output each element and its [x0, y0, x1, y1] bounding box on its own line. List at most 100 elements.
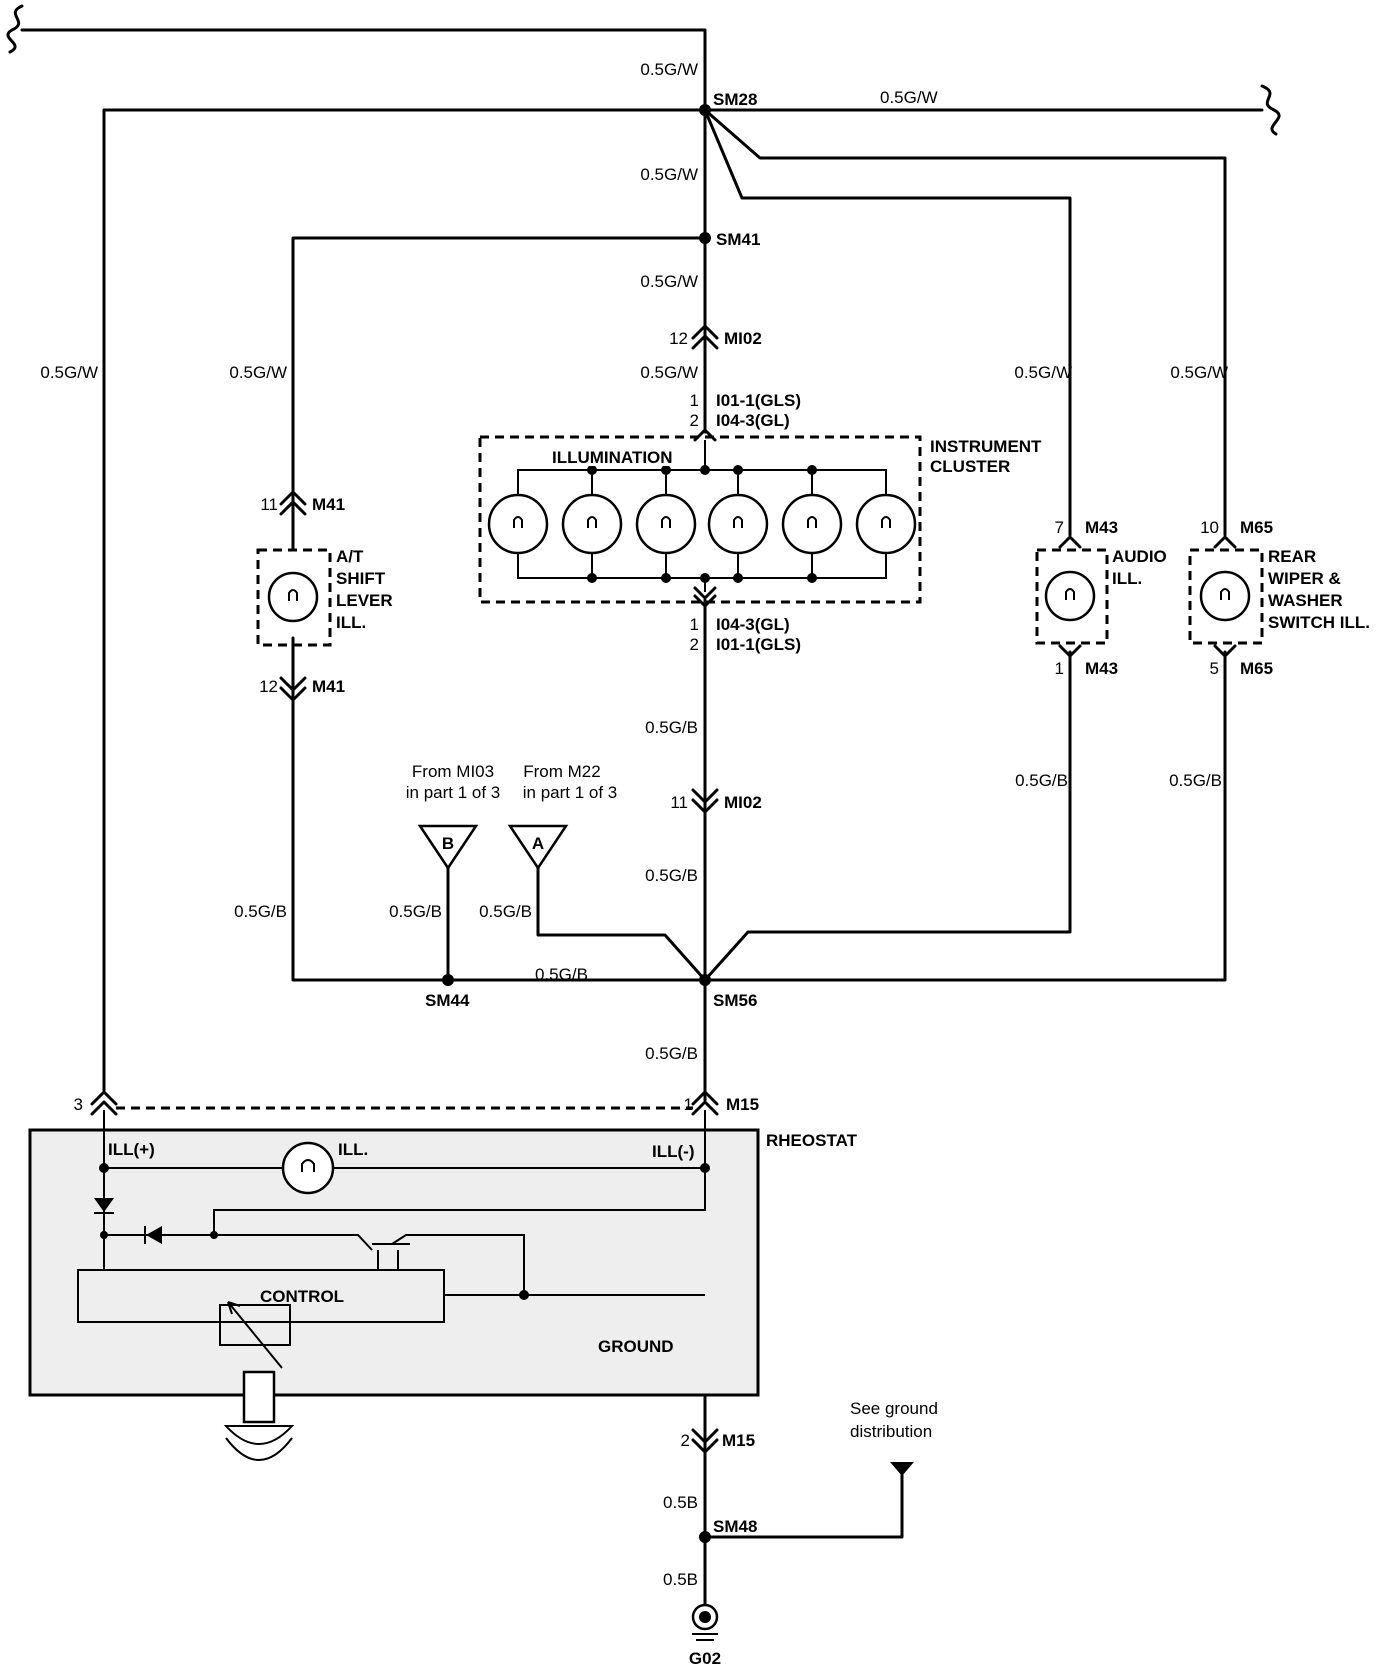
- wire-top-incoming: [20, 28, 707, 112]
- splice-sm56-label: SM56: [713, 991, 757, 1010]
- reference-b-from-1: From MI03: [412, 762, 494, 781]
- bulb-filament-icon: [301, 1159, 315, 1172]
- splice-labels: SM28 SM41 SM44 SM56 SM48: [425, 90, 760, 1536]
- connector-m41-top: [279, 490, 307, 516]
- ground-distribution-note: See ground distribution: [850, 1399, 938, 1441]
- wire-label-rear-up: 0.5G/W: [1170, 363, 1228, 382]
- wire-label-m15-down: 0.5B: [663, 1493, 698, 1512]
- wire-rear-feed: [703, 108, 1227, 537]
- wire-label-sm28-right: 0.5G/W: [880, 88, 938, 107]
- cluster-in-pin1: 1: [690, 391, 699, 410]
- knob-shaft: [242, 1370, 276, 1424]
- ill-minus-label: ILL(-): [652, 1142, 694, 1161]
- wire-at-return: [291, 636, 707, 982]
- bulb-icon: [1044, 570, 1096, 622]
- illumination-label: ILLUMINATION: [552, 448, 673, 467]
- wire-label-sm28-down: 0.5G/W: [640, 165, 698, 184]
- rheostat-ill-line: [103, 1110, 706, 1169]
- reference-b-triangle: [417, 824, 479, 871]
- transistor-leads: [377, 1250, 399, 1270]
- m65-top-label: M65: [1240, 518, 1273, 537]
- wire-label-sm41-down: 0.5G/W: [640, 272, 698, 291]
- m43-bot-label: M43: [1085, 659, 1118, 678]
- connector-m65-bot: [1213, 644, 1237, 658]
- rheostat-feedback-line: [104, 1168, 706, 1236]
- cluster-out-label-1: I04-3(GL): [716, 615, 790, 634]
- wire-label-a-ref: 0.5G/B: [479, 902, 532, 921]
- ground-bars: [692, 1633, 718, 1641]
- rotation-arrow-icon: [225, 1437, 293, 1461]
- break-mark-right: [1260, 84, 1281, 136]
- wire-label-at-shift-up: 0.5G/W: [229, 363, 287, 382]
- at-shift-label-4: ILL.: [336, 613, 366, 632]
- reference-b-letter: B: [442, 834, 454, 853]
- bulb-icon: [561, 493, 623, 555]
- m65-bot-pin: 5: [1210, 659, 1219, 678]
- ground-distribution-text-1: See ground: [850, 1399, 938, 1418]
- wire-label-at-shift-down: 0.5G/B: [234, 902, 287, 921]
- bulb-filament-icon: [1220, 588, 1230, 600]
- reference-a: A From M22 in part 1 of 3: [507, 762, 618, 871]
- wire-label-audio-up: 0.5G/W: [1014, 363, 1072, 382]
- wire-audio-feed: [703, 108, 1072, 537]
- bulb-icon: [855, 493, 917, 555]
- reference-b-from-2: in part 1 of 3: [406, 783, 501, 802]
- bulb-icon: [781, 493, 843, 555]
- bulb-icon: [635, 493, 697, 555]
- instrument-cluster-label-2: CLUSTER: [930, 457, 1010, 476]
- knob-icon: [223, 1425, 295, 1445]
- rheostat: RHEOSTAT ILL(+) ILL. ILL(-) CONTROL GROU…: [28, 1110, 858, 1461]
- wire-label-b-ref: 0.5G/B: [389, 902, 442, 921]
- rheostat-box: [28, 1128, 760, 1397]
- ground-label: GROUND: [598, 1337, 674, 1356]
- wires: [6, 4, 1281, 1607]
- connector-m43-top: [1058, 535, 1082, 549]
- connector-m41-bot: [279, 676, 307, 702]
- audio-ill: AUDIO ILL.: [1035, 547, 1167, 645]
- wire-rear-return: [703, 650, 1227, 982]
- rear-wiper-box: [1188, 548, 1264, 645]
- connector-m15-bot: [691, 1428, 719, 1454]
- m15-top-label: M15: [726, 1095, 759, 1114]
- wire-far-left: [102, 108, 707, 1092]
- reference-b: B From MI03 in part 1 of 3: [406, 762, 501, 871]
- wire-label-sm48-down: 0.5B: [663, 1570, 698, 1589]
- potentiometer-box: [219, 1304, 291, 1346]
- mi02-top-pin: 12: [669, 329, 688, 348]
- at-shift-label-2: SHIFT: [336, 569, 386, 588]
- at-shift-label-3: LEVER: [336, 591, 393, 610]
- connector-cluster-out: [693, 586, 717, 608]
- splice-sm44-label: SM44: [425, 991, 470, 1010]
- ill-plus-label: ILL(+): [108, 1140, 155, 1159]
- m65-bot-label: M65: [1240, 659, 1273, 678]
- audio-box: [1035, 548, 1109, 645]
- bulb-icon: [707, 493, 769, 555]
- reference-a-from-2: in part 1 of 3: [523, 783, 618, 802]
- transistor-icon: [214, 1234, 525, 1295]
- splice-sm28-label: SM28: [713, 90, 757, 109]
- rear-wiper-label-4: SWITCH ILL.: [1268, 613, 1370, 632]
- connector-m43-bot: [1058, 644, 1082, 658]
- connector-mi02-top: [691, 324, 719, 350]
- connector-m65-top: [1213, 535, 1237, 549]
- ground-distribution-arrow: [890, 1462, 914, 1476]
- audio-label-2: ILL.: [1112, 569, 1142, 588]
- bulb-filament-icons: [513, 516, 891, 528]
- at-shift-label-1: A/T: [336, 547, 364, 566]
- m65-top-pin: 10: [1200, 518, 1219, 537]
- mi02-bot-pin: 11: [670, 793, 688, 812]
- reference-a-triangle: [507, 824, 569, 871]
- rheostat-ill-bulb-icon: [281, 1141, 335, 1195]
- wire-label-top-left: 0.5G/W: [640, 60, 698, 79]
- m15-bot-label: M15: [722, 1431, 755, 1450]
- cluster-out-label-2: I01-1(GLS): [716, 635, 801, 654]
- m41-top-pin: 11: [260, 495, 278, 514]
- ground-distribution-text-2: distribution: [850, 1422, 932, 1441]
- break-mark-top-left: [6, 4, 24, 54]
- mi02-top-label: MI02: [724, 329, 762, 348]
- bulb-filament-icon: [288, 589, 298, 601]
- connector-m15-right: [691, 1090, 719, 1116]
- rheostat-label: RHEOSTAT: [766, 1131, 858, 1150]
- control-label: CONTROL: [260, 1287, 344, 1306]
